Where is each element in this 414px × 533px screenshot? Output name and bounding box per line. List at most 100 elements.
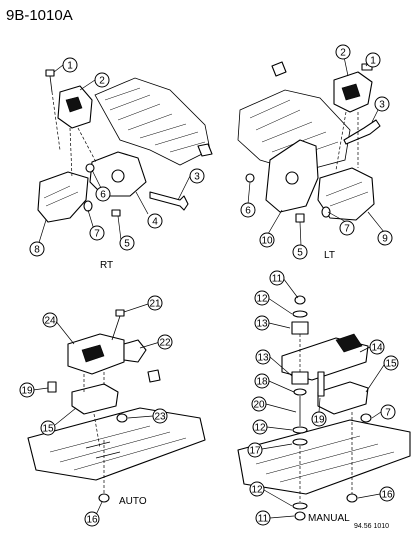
svg-text:14: 14 [371, 343, 383, 354]
svg-text:12: 12 [254, 423, 266, 434]
rt-view-label: RT [100, 260, 113, 271]
rt-callout-7: 7 [89, 225, 105, 241]
rt-bolt-top-shank [49, 75, 53, 93]
lt-clip [271, 61, 287, 77]
rt-long-bolt [149, 191, 189, 211]
svg-text:10: 10 [261, 236, 273, 247]
auto-alignment-lines [83, 372, 105, 494]
manual-callout-12-bottom: 12 [249, 481, 265, 497]
manual-callout-13-lower: 13 [255, 349, 271, 365]
auto-crossmember [27, 407, 206, 481]
auto-callout-16: 16 [84, 511, 100, 527]
manual-crossmember-hatch [255, 435, 395, 483]
lt-insulator [317, 167, 375, 221]
auto-callout-21: 21 [147, 295, 163, 311]
svg-text:13: 13 [256, 319, 268, 330]
auto-callout-19: 19 [19, 382, 35, 398]
manual-adapter-plate [317, 381, 369, 415]
svg-text:12: 12 [251, 485, 263, 496]
svg-text:18: 18 [256, 377, 268, 388]
auto-nut-23 [116, 413, 128, 423]
manual-callout-16: 16 [379, 486, 395, 502]
manual-washer-mid [292, 426, 308, 434]
svg-text:6: 6 [100, 190, 106, 201]
figure-reference: 94.56 1010 [354, 523, 389, 530]
svg-text:13: 13 [257, 353, 269, 364]
svg-text:15: 15 [42, 424, 54, 435]
svg-text:15: 15 [385, 359, 397, 370]
lt-lower-bolt [295, 213, 305, 223]
svg-text:4: 4 [152, 217, 158, 228]
manual-callout-13-top: 13 [254, 315, 270, 331]
svg-text:1: 1 [370, 56, 376, 67]
rt-view: 1 2 3 4 5 6 7 8 RT [29, 57, 213, 271]
auto-bolt-top [115, 309, 125, 317]
auto-nut-16 [98, 493, 110, 503]
lt-insulator-hatch [325, 181, 369, 207]
svg-text:24: 24 [44, 316, 56, 327]
svg-text:19: 19 [21, 386, 33, 397]
lt-view-label: LT [324, 250, 335, 261]
rt-callout-6: 6 [95, 186, 111, 202]
manual-callout-11-bottom: 11 [255, 510, 271, 526]
svg-text:8: 8 [34, 245, 40, 256]
lt-callout-9: 9 [377, 230, 393, 246]
auto-clip [147, 369, 161, 383]
manual-callout-15: 15 [383, 355, 399, 371]
manual-callout-7: 7 [380, 404, 396, 420]
manual-alignment-lines [299, 334, 353, 502]
manual-leaders [261, 277, 385, 519]
lt-engine-block [237, 89, 351, 173]
svg-text:2: 2 [99, 76, 105, 87]
manual-callout-12-mid: 12 [252, 419, 268, 435]
manual-view: 11 12 13 14 13 15 18 19 20 12 17 12 11 7… [237, 270, 411, 526]
svg-text:20: 20 [253, 400, 265, 411]
svg-text:16: 16 [86, 515, 98, 526]
rt-washer [83, 200, 93, 212]
svg-text:7: 7 [94, 229, 100, 240]
svg-text:3: 3 [379, 100, 385, 111]
rt-callout-5: 5 [119, 235, 135, 251]
rt-engine-hatch [104, 87, 206, 153]
manual-callout-12-top: 12 [254, 290, 270, 306]
rt-engine-block [94, 77, 211, 166]
svg-text:9: 9 [382, 234, 388, 245]
auto-callout-24: 24 [42, 312, 58, 328]
rt-alignment-lines [51, 91, 97, 179]
lt-nut [245, 173, 255, 183]
lt-callout-10: 10 [259, 232, 275, 248]
auto-crossmember-slots [85, 441, 121, 459]
auto-mount-insulator [81, 344, 105, 363]
lt-callout-2: 2 [335, 44, 351, 60]
lt-view: 2 1 3 6 7 10 9 5 LT [237, 44, 393, 261]
manual-nut-16 [346, 493, 358, 503]
manual-washer-bottom [292, 502, 308, 510]
svg-text:3: 3 [194, 172, 200, 183]
rt-lower-bolt [111, 209, 121, 217]
lt-alignment-lines [335, 111, 359, 171]
lt-callout-6: 6 [240, 202, 256, 218]
manual-callout-17: 17 [247, 442, 263, 458]
svg-text:23: 23 [154, 412, 166, 423]
manual-washer-low [292, 438, 308, 446]
lt-engine-hatch [249, 99, 339, 161]
manual-callout-14: 14 [369, 339, 385, 355]
rt-lower-bracket [37, 171, 89, 223]
auto-view-label: AUTO [119, 496, 147, 507]
svg-text:21: 21 [149, 299, 161, 310]
rt-callout-4: 4 [147, 213, 163, 229]
lt-frame-bracket-hole [285, 171, 299, 185]
manual-mount-insulator [335, 333, 363, 353]
rt-lower-bracket-hatch [43, 185, 79, 207]
svg-text:7: 7 [385, 408, 391, 419]
svg-text:5: 5 [297, 248, 303, 259]
manual-callout-11-top: 11 [269, 270, 285, 286]
rt-upper-bracket-hole [65, 96, 83, 113]
manual-spacer [293, 388, 307, 396]
auto-side-bolt [47, 381, 57, 393]
manual-view-label: MANUAL [308, 513, 350, 524]
lt-callout-5: 5 [292, 244, 308, 260]
diagram-code: 9B-1010A [6, 7, 73, 24]
manual-crossmember [237, 419, 411, 495]
svg-text:11: 11 [272, 274, 283, 285]
